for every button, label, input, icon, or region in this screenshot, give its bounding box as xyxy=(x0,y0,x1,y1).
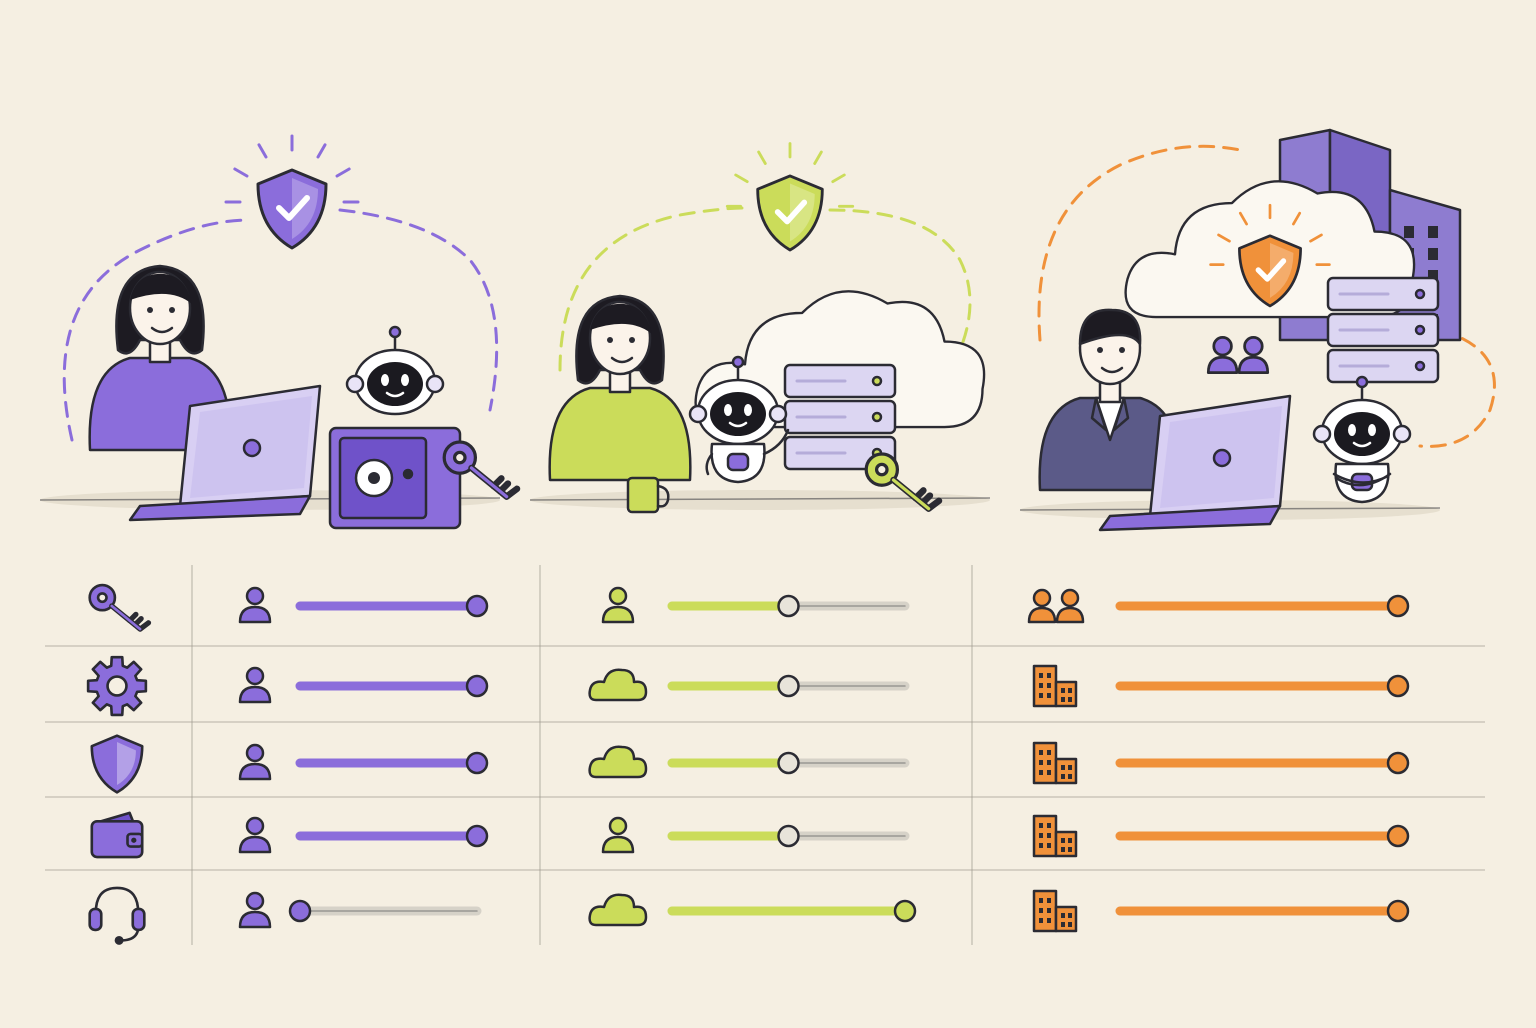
level-slider xyxy=(667,899,917,923)
building-icon xyxy=(1032,889,1078,933)
slider-knob xyxy=(777,674,800,698)
slider-knob xyxy=(1386,751,1410,775)
level-slider xyxy=(1115,751,1410,775)
robot xyxy=(345,325,445,416)
level-slider xyxy=(295,674,489,698)
slider-knob xyxy=(465,751,489,775)
level-slider xyxy=(1115,824,1410,848)
server-icon xyxy=(783,363,897,471)
slider-knob xyxy=(1386,674,1410,698)
gear-icon xyxy=(86,655,148,717)
table-row xyxy=(90,734,1410,794)
user-icon xyxy=(601,586,635,624)
mug-icon xyxy=(626,476,670,514)
level-slider xyxy=(667,751,910,775)
level-slider xyxy=(1115,674,1410,698)
table-row xyxy=(88,886,1410,945)
slider-knob xyxy=(893,899,917,923)
slider-knob xyxy=(777,594,800,618)
level-slider xyxy=(1115,899,1410,923)
comparison-grid xyxy=(45,565,1485,945)
shield-check-icon xyxy=(224,134,360,250)
user-icon xyxy=(601,816,635,854)
slider-knob xyxy=(1386,594,1410,618)
slider-knob xyxy=(465,674,489,698)
building-icon xyxy=(1032,741,1078,785)
connection-path xyxy=(1037,144,1496,448)
laptop-icon xyxy=(1098,394,1292,532)
slider-knob xyxy=(465,824,489,848)
scene-illustrations xyxy=(39,128,1496,532)
level-slider xyxy=(667,594,910,618)
level-slider xyxy=(295,594,489,618)
key-icon xyxy=(442,440,521,500)
level-slider xyxy=(295,824,489,848)
robot xyxy=(1312,375,1412,504)
slider-knob xyxy=(777,824,800,848)
user-icon xyxy=(238,586,272,624)
wallet-icon xyxy=(90,811,144,859)
cloud-icon xyxy=(588,893,648,927)
safe-icon xyxy=(328,426,462,530)
table-row xyxy=(90,811,1410,859)
slider-knob xyxy=(288,899,312,923)
building-icon xyxy=(1032,664,1078,708)
key-icon xyxy=(88,583,152,632)
laptop-icon xyxy=(128,384,322,522)
level-slider xyxy=(667,674,910,698)
level-slider xyxy=(288,899,482,923)
slider-knob xyxy=(1386,824,1410,848)
team-icon xyxy=(1206,336,1270,374)
building-icon xyxy=(1032,814,1078,858)
shield-check-icon xyxy=(725,142,855,252)
cloud-icon xyxy=(588,668,648,702)
user-icon xyxy=(238,666,272,704)
scene-enterprise xyxy=(1019,128,1496,532)
level-slider xyxy=(1115,594,1410,618)
user-icon xyxy=(238,816,272,854)
table-row xyxy=(86,655,1410,717)
cloud-icon xyxy=(588,745,648,779)
scene-local xyxy=(39,134,521,530)
slider-knob xyxy=(465,594,489,618)
robot xyxy=(688,355,790,484)
table-row xyxy=(88,583,1410,632)
connection-path xyxy=(62,208,499,442)
user-icon xyxy=(238,891,272,929)
slider-knob xyxy=(777,751,800,775)
shield-icon xyxy=(90,734,144,794)
user-icon xyxy=(238,743,272,781)
scene-cloud xyxy=(529,142,991,514)
key-icon xyxy=(864,452,943,512)
shield-check-icon xyxy=(1209,203,1331,308)
level-slider xyxy=(667,824,910,848)
level-slider xyxy=(295,751,489,775)
slider-knob xyxy=(1386,899,1410,923)
woman-with-mug xyxy=(548,294,692,482)
connection-path xyxy=(558,206,972,372)
server-icon xyxy=(1326,276,1440,384)
team-icon xyxy=(1027,588,1085,624)
headset-icon xyxy=(88,886,146,945)
